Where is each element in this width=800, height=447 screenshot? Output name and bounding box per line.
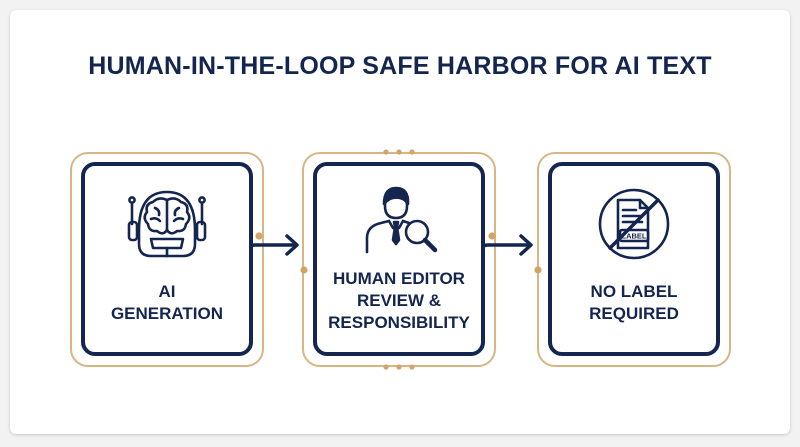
frame-dot <box>409 364 415 370</box>
step-2-box: HUMAN EDITOR REVIEW & RESPONSIBILITY <box>313 162 485 356</box>
frame-dot <box>396 149 402 155</box>
step-3-label-line: NO LABEL <box>590 282 678 301</box>
frame-dot <box>383 149 389 155</box>
step-1-box: AI GENERATION <box>81 162 253 356</box>
step-3-box: LABEL NO LABEL REQUIRED <box>548 162 720 356</box>
step-1-outer-frame <box>70 152 264 367</box>
ai-brain-robot-icon <box>127 190 207 258</box>
diagram-title: HUMAN-IN-THE-LOOP SAFE HARBOR FOR AI TEX… <box>88 52 712 80</box>
arrow-2-to-3 <box>479 243 532 272</box>
step-2-label-line: HUMAN EDITOR <box>333 269 465 288</box>
frame-dot <box>396 364 402 370</box>
step-3-outer-frame <box>537 152 731 367</box>
no-label-prohibited-icon: LABEL <box>598 188 670 260</box>
arrow-1-to-2 <box>246 243 298 272</box>
arrow-1-head <box>285 234 299 256</box>
connector-dot <box>488 232 496 240</box>
arrow-2-head <box>519 234 533 256</box>
step-3-label-line: REQUIRED <box>589 304 679 323</box>
connector-dot <box>300 266 308 274</box>
step-2-label-line: RESPONSIBILITY <box>328 313 470 332</box>
step-1-label: AI GENERATION <box>85 281 249 325</box>
icon-label-text: LABEL <box>622 232 647 241</box>
step-1-label-line: GENERATION <box>110 304 224 323</box>
connector-dot <box>534 266 542 274</box>
connector-dot <box>255 232 263 240</box>
frame-dot <box>383 364 389 370</box>
human-editor-magnifier-icon <box>365 186 438 254</box>
frame-dot <box>409 149 415 155</box>
step-2-label-line: REVIEW & <box>356 291 442 310</box>
step-3-label: NO LABEL REQUIRED <box>552 281 716 325</box>
step-1-label-line: AI <box>158 282 176 301</box>
step-2-label: HUMAN EDITOR REVIEW & RESPONSIBILITY <box>317 268 481 334</box>
